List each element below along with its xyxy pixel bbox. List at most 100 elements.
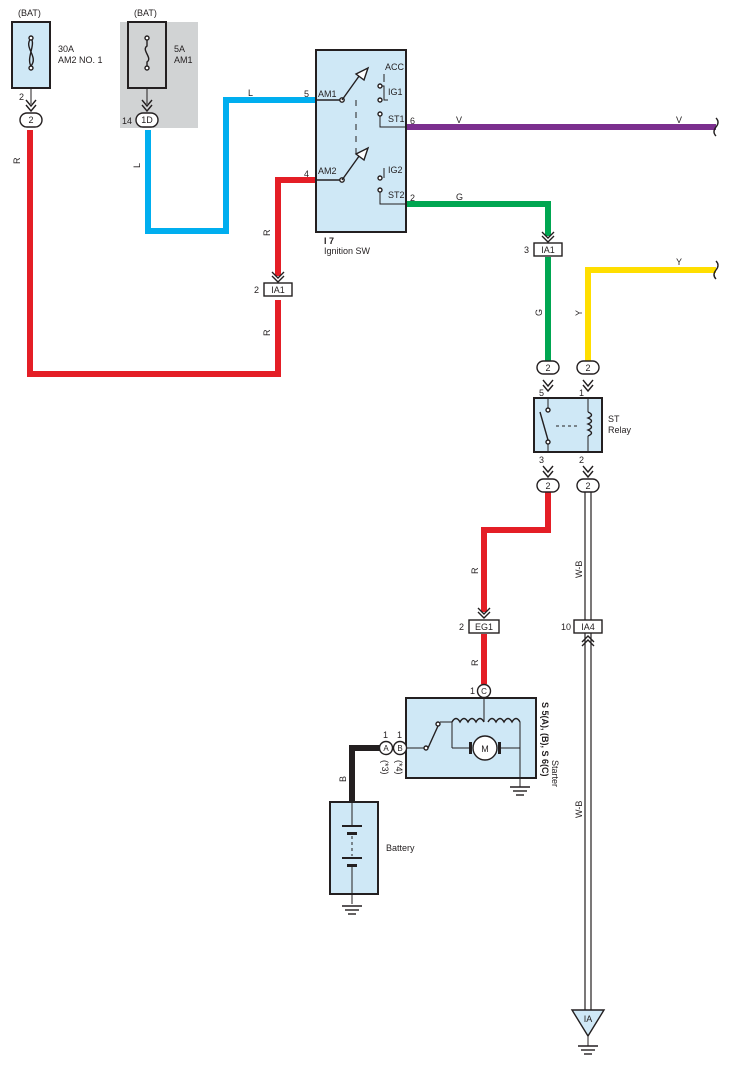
- fuse-am1-connector: [135, 112, 159, 128]
- wire-white-black: [584, 492, 592, 1010]
- ignition-switch-box: [315, 49, 407, 233]
- wire-label-r-2: R: [262, 229, 272, 236]
- ig-pin-st2: 2: [410, 193, 415, 203]
- wire-label-b: B: [338, 776, 348, 782]
- wire-break-yellow: [713, 260, 719, 280]
- svg-text:2: 2: [545, 363, 550, 373]
- wire-label-l-2: L: [248, 88, 253, 98]
- fuse-am2-connector: [19, 112, 43, 128]
- wire-label-r-3: R: [262, 329, 272, 336]
- starter-connector-c: C 1: [470, 683, 492, 699]
- fuse-am2-source: (BAT): [18, 8, 41, 18]
- connector-ia4: IA4 10: [561, 619, 603, 647]
- st-relay-internals: [539, 398, 593, 452]
- ig-term-am1: AM1: [318, 89, 337, 99]
- wire-yellow: [585, 267, 716, 362]
- starter-box: [405, 697, 537, 779]
- svg-text:A: A: [383, 744, 389, 753]
- svg-text:2: 2: [585, 481, 590, 491]
- ig-pin-st1: 6: [410, 116, 415, 126]
- wire-label-v-1: V: [456, 115, 462, 125]
- svg-text:1: 1: [397, 730, 402, 740]
- svg-text:C: C: [481, 687, 487, 696]
- svg-text:B: B: [397, 744, 402, 753]
- wire-label-wb-1: W-B: [574, 561, 584, 578]
- starter-motor-label: M: [481, 744, 489, 754]
- fuse-am1-arrow: [141, 99, 153, 113]
- wire-red-am2: [27, 130, 281, 377]
- starter-connectors-ab: A B 1 1 (*3) (*4): [378, 730, 408, 775]
- relay-connectors-bottom: 3 2 2 2: [536, 455, 600, 493]
- st-relay-name-2: Relay: [608, 425, 632, 435]
- starter-name: Starter: [550, 760, 560, 787]
- wire-label-wb-2: W-B: [574, 801, 584, 818]
- relay-connectors-top: 2 2 5 1: [536, 360, 600, 398]
- wire-label-r-4: R: [470, 567, 480, 574]
- svg-text:IA4: IA4: [581, 622, 595, 632]
- ignition-switch-contacts: [316, 66, 406, 205]
- ground-starter-icon: [510, 778, 530, 796]
- ground-battery-icon: [342, 905, 362, 915]
- fuse-am1-icon: [144, 38, 150, 68]
- svg-text:3: 3: [539, 455, 544, 465]
- ignition-switch-name: Ignition SW: [324, 246, 371, 256]
- wire-label-y-2: Y: [574, 310, 584, 316]
- fuse-am2-box: [11, 21, 51, 89]
- wire-label-g-1: G: [456, 192, 463, 202]
- st-relay-name-1: ST: [608, 414, 620, 424]
- svg-text:2: 2: [254, 285, 259, 295]
- svg-text:IA: IA: [584, 1014, 593, 1024]
- ig-term-st2: ST2: [388, 190, 405, 200]
- fuse-am1-name: AM1: [174, 55, 193, 65]
- svg-text:EG1: EG1: [475, 622, 493, 632]
- svg-text:1: 1: [383, 730, 388, 740]
- wire-red-am2-upper: [275, 177, 316, 276]
- fuse-am2-rating: 30A: [58, 44, 74, 54]
- fuse-am1-source: (BAT): [134, 8, 157, 18]
- ig-term-st1: ST1: [388, 114, 405, 124]
- wire-black-battery: [349, 745, 386, 802]
- wire-red-starter: [481, 492, 551, 612]
- wire-label-y-1: Y: [676, 257, 682, 267]
- ig-term-ig2: IG2: [388, 165, 403, 175]
- wire-label-l-1: L: [132, 163, 142, 168]
- battery-name: Battery: [386, 843, 415, 853]
- wire-label-g-2: G: [534, 309, 544, 316]
- ig-term-ig1: IG1: [388, 87, 403, 97]
- fuse-am2-arrow: [25, 99, 37, 113]
- connector-ia1-upper: IA1 3: [524, 231, 563, 257]
- fuse-am1-rating: 5A: [174, 44, 185, 54]
- wire-label-r-1: R: [12, 157, 22, 164]
- svg-text:5: 5: [539, 388, 544, 398]
- ground-ia-icon: IA: [570, 1009, 606, 1055]
- ig-term-am2: AM2: [318, 166, 337, 176]
- ig-term-acc: ACC: [385, 62, 405, 72]
- svg-text:2: 2: [579, 455, 584, 465]
- svg-text:1: 1: [579, 388, 584, 398]
- ig-pin-am2: 4: [304, 169, 309, 179]
- wire-label-r-5: R: [470, 659, 480, 666]
- fuse-am2-pin: 2: [19, 92, 24, 102]
- wire-blue-am1: [145, 97, 316, 234]
- svg-text:1: 1: [470, 686, 475, 696]
- connector-ia1-lower: IA1 2: [254, 271, 293, 297]
- svg-text:2: 2: [545, 481, 550, 491]
- fuse-am1-pin: 14: [122, 116, 132, 126]
- svg-text:(*4): (*4): [394, 760, 404, 775]
- starter-internals: M: [406, 698, 521, 784]
- connector-eg1: EG1 2: [459, 607, 500, 634]
- svg-text:(*3): (*3): [380, 760, 390, 775]
- fuse-am1-connector-label: 1D: [141, 115, 153, 125]
- svg-text:2: 2: [459, 622, 464, 632]
- ignition-switch-id: I 7: [324, 236, 334, 246]
- svg-text:2: 2: [585, 363, 590, 373]
- ig-pin-am1: 5: [304, 89, 309, 99]
- svg-text:3: 3: [524, 245, 529, 255]
- starter-motor-icon: [472, 735, 498, 761]
- wire-green-st2: [406, 201, 551, 236]
- starter-id: S 5(A), (B), S 6(C): [540, 702, 550, 777]
- svg-text:IA1: IA1: [271, 285, 285, 295]
- fuse-am2-name: AM2 NO. 1: [58, 55, 103, 65]
- battery-icon: [342, 802, 362, 904]
